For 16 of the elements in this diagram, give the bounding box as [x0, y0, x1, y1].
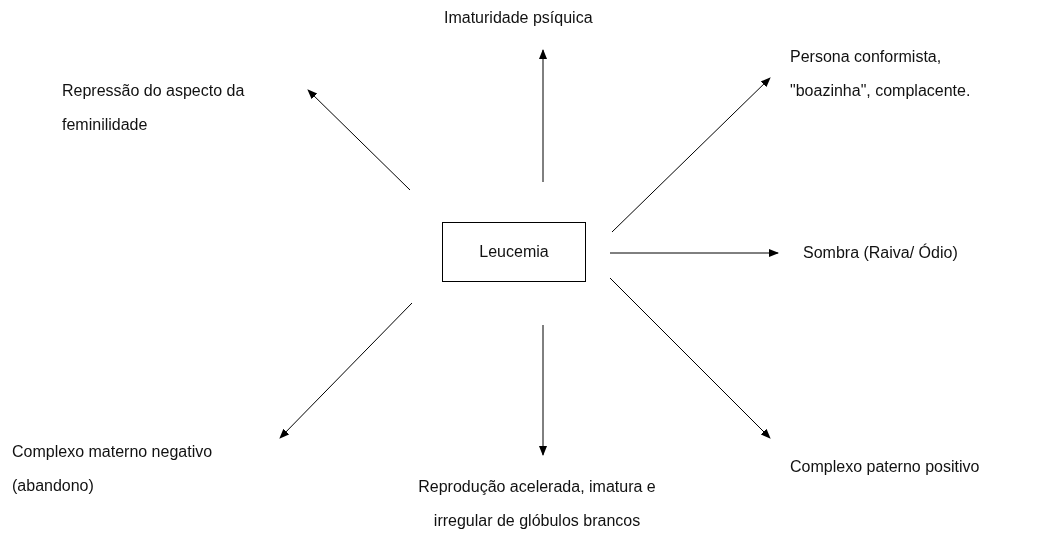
- box-label: Leucemia: [479, 242, 549, 262]
- node-label: Imaturidade psíquica: [444, 8, 594, 28]
- node-label: Persona conformista, "boazinha", complacente.: [790, 47, 972, 101]
- arrow: [609, 249, 779, 257]
- arrow: [611, 77, 771, 233]
- arrow: [609, 277, 771, 439]
- node-label: Complexo paterno positivo: [790, 457, 981, 477]
- arrow: [539, 324, 547, 456]
- process-box: [442, 222, 586, 282]
- node-label: Repressão do aspecto da feminilidade: [62, 81, 246, 135]
- node-label: Sombra (Raiva/ Ódio): [803, 242, 959, 263]
- arrow: [307, 89, 411, 191]
- node-label: Complexo materno negativo (abandono): [12, 442, 214, 496]
- arrow: [539, 49, 547, 183]
- node-label: Reprodução acelerada, imatura e irregular de glóbulos brancos: [417, 477, 657, 531]
- arrow: [279, 302, 413, 439]
